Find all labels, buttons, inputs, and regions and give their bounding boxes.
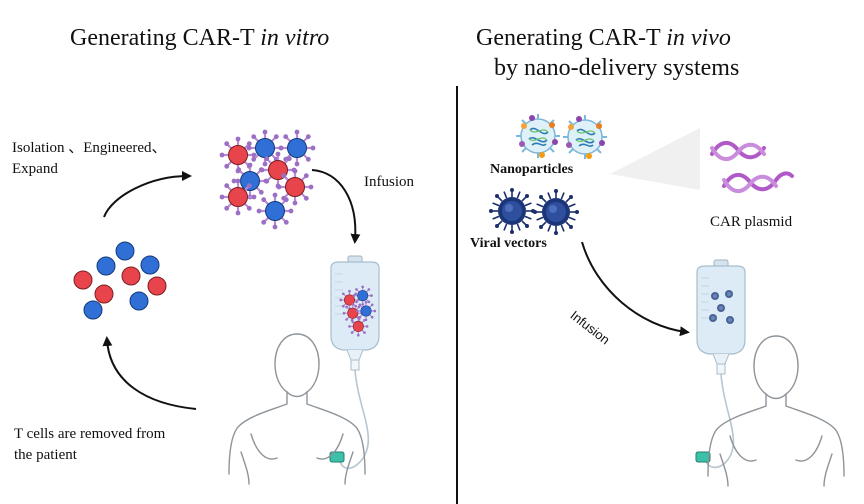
nanoparticle	[562, 114, 608, 160]
step-label-line2: Expand	[12, 161, 58, 177]
infusion-bag-right	[696, 259, 746, 375]
t-cell-blue	[96, 256, 116, 276]
arrow-removed	[102, 336, 197, 410]
iv-tube-left	[339, 369, 370, 470]
patient-left	[228, 333, 366, 485]
t-cell-blue	[83, 300, 103, 320]
viral-vectors-group	[488, 187, 580, 236]
removed-label-line2: the patient	[14, 447, 77, 463]
t-cell-blue	[115, 241, 135, 261]
panel-divider	[456, 86, 458, 504]
arrow-infusion-right	[581, 241, 690, 337]
virus-particle	[488, 187, 536, 235]
iv-connector-right	[695, 451, 711, 463]
right-title-italic: in vivo	[666, 25, 731, 51]
infusion-label-left: Infusion	[364, 174, 414, 190]
nanoparticle	[515, 113, 561, 159]
nanoparticles-group	[515, 113, 608, 160]
virus-particle	[532, 188, 580, 236]
car-t-cell-red	[275, 167, 315, 207]
car-t-cell-blue	[255, 191, 295, 231]
arrow-infusion-left	[311, 169, 361, 244]
t-cell-red	[121, 266, 141, 286]
car-t-cell-blue	[277, 128, 317, 168]
left-title-italic: in vitro	[260, 25, 330, 51]
t-cell-blue	[140, 255, 160, 275]
step-label-line1: Isolation 、Engineered、	[12, 140, 167, 156]
nanoparticles-label: Nanoparticles	[490, 162, 574, 177]
right-title: Generating CAR-T in vivo	[476, 24, 731, 52]
left-title-prefix: Generating CAR-T	[70, 25, 261, 51]
t-cell-red	[73, 270, 93, 290]
iv-tube-right	[705, 373, 735, 469]
car-plasmid-dna	[710, 141, 794, 193]
t-cell-red	[94, 284, 114, 304]
right-title-prefix: Generating CAR-T	[476, 25, 667, 51]
left-title: Generating CAR-T in vitro	[70, 24, 329, 52]
t-cell-cluster	[73, 241, 167, 320]
removed-label-line1: T cells are removed from	[14, 426, 166, 442]
car-t-cell-cluster	[218, 128, 317, 231]
viral-vectors-label: Viral vectors	[470, 236, 547, 251]
plasmid-pointer	[610, 128, 700, 190]
car-plasmid-label: CAR plasmid	[710, 214, 793, 230]
car-t-cell-red	[218, 177, 258, 217]
infusion-bag-left	[330, 255, 380, 371]
arrow-expand	[103, 171, 192, 218]
right-title-line2: by nano-delivery systems	[494, 55, 740, 81]
t-cell-blue	[129, 291, 149, 311]
t-cell-red	[147, 276, 167, 296]
